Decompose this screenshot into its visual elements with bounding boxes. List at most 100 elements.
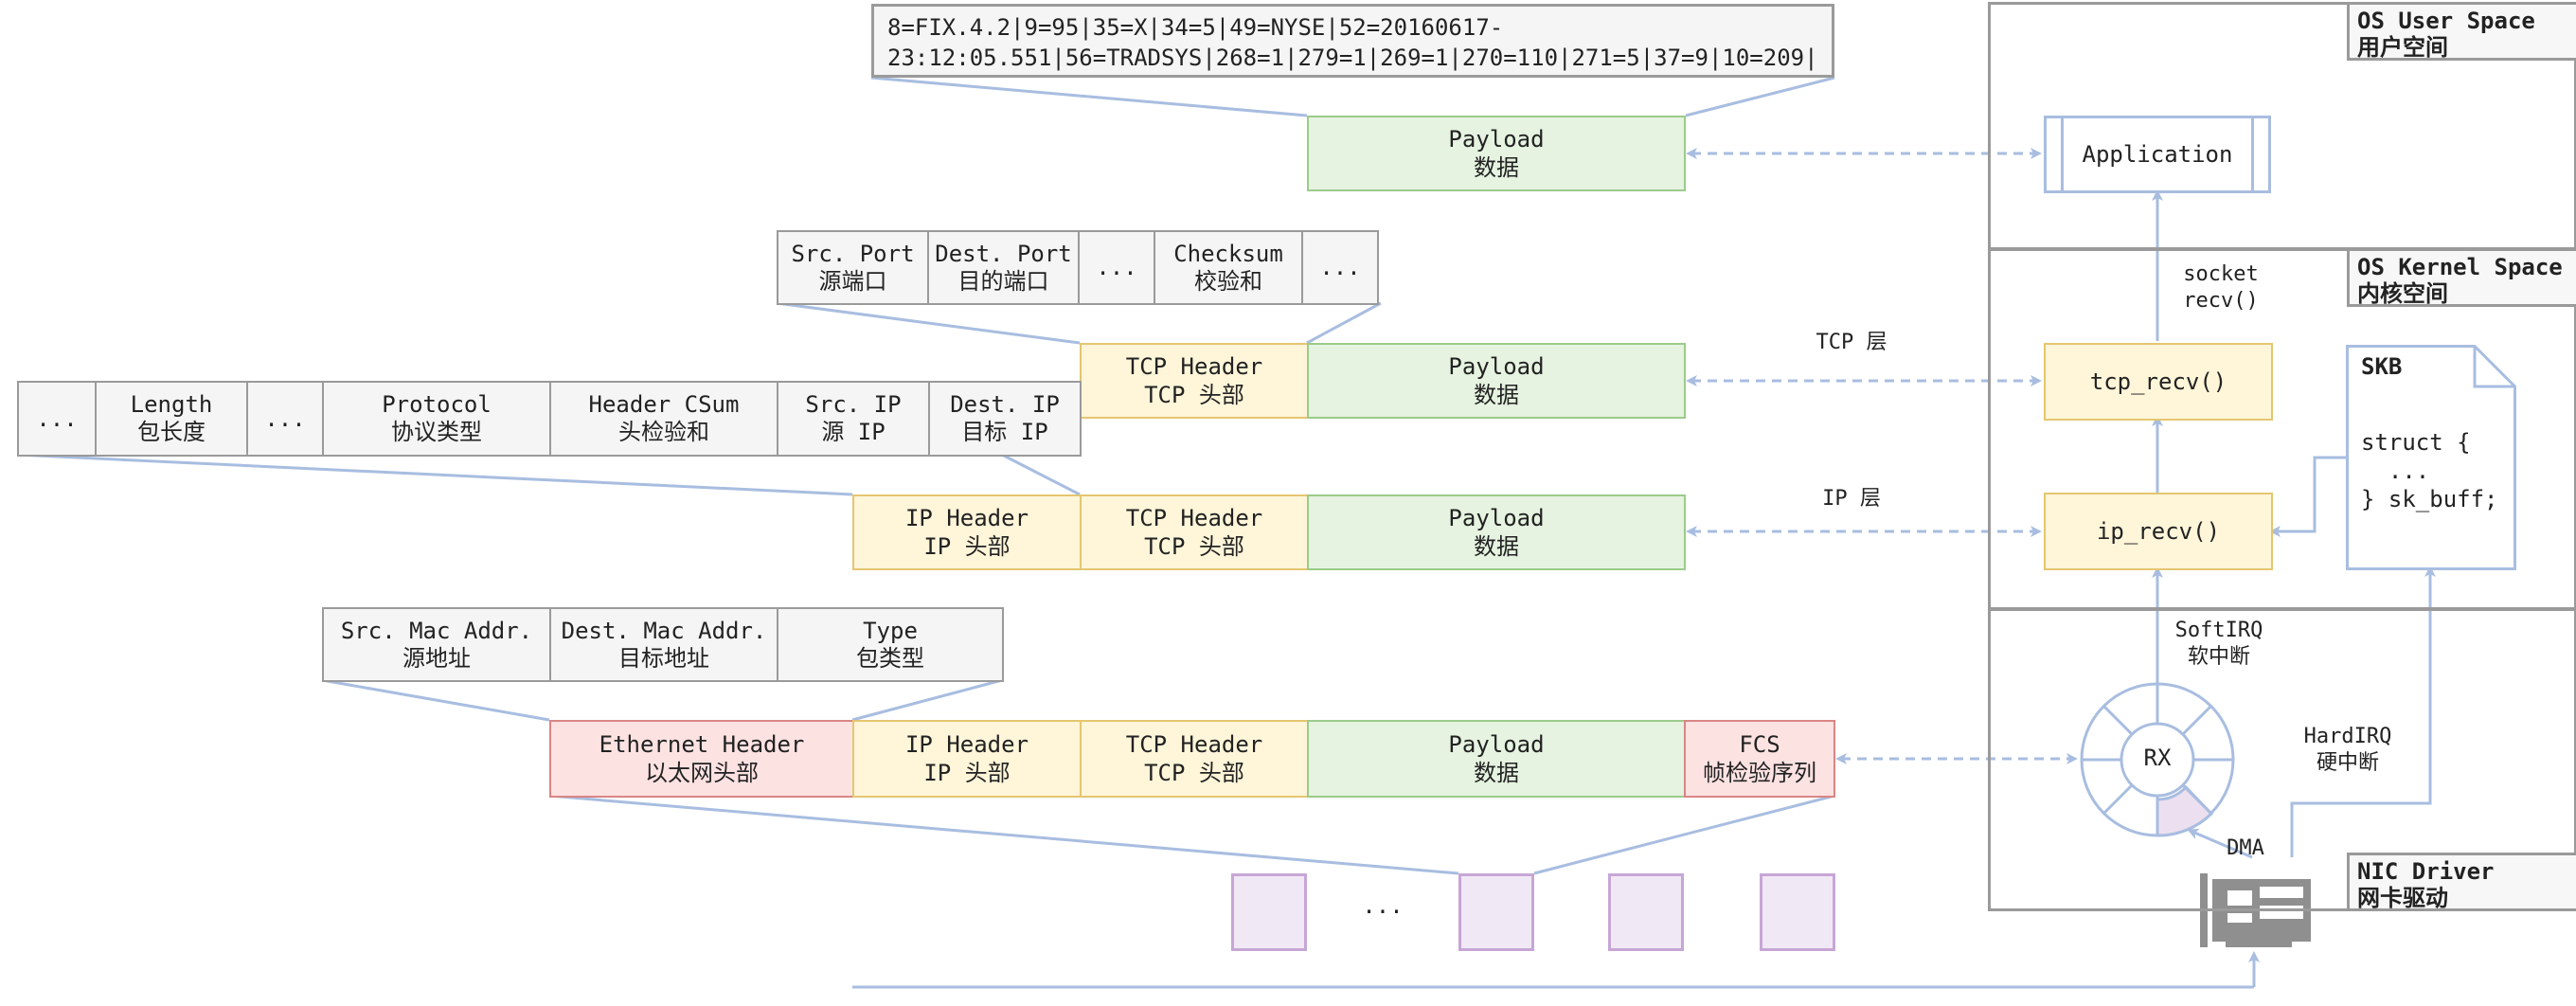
- user-space-tab: OS User Space 用户空间: [2347, 2, 2576, 61]
- field-label: ...: [264, 404, 306, 432]
- tcp-header-label: TCP Header: [1125, 505, 1263, 531]
- skb-struct-line2: ...: [2361, 458, 2430, 484]
- hardirq-label: HardIRQ 硬中断: [2296, 724, 2400, 777]
- field-label: Dest. Port: [935, 240, 1072, 267]
- skb-document-icon: [2346, 345, 2516, 570]
- application-bar-left: [2061, 116, 2064, 193]
- user-space-label-zh: 用户空间: [2357, 34, 2448, 61]
- user-space-label: OS User Space: [2357, 8, 2535, 34]
- ip-layer-label: IP 层: [1822, 487, 1881, 511]
- field-label: ...: [1096, 254, 1137, 280]
- payload-label-zh: 数据: [1474, 382, 1519, 408]
- socket-recv-line1: socket: [2183, 262, 2259, 286]
- tcp-field-ellipsis: ...: [1078, 230, 1155, 305]
- ethernet-header-label-zh: 以太网头部: [645, 760, 759, 786]
- field-label-zh: 校验和: [1194, 267, 1262, 295]
- payload-label-zh: 数据: [1474, 154, 1519, 181]
- softirq-label-en: SoftIRQ: [2174, 619, 2263, 642]
- nic-driver-tab: NIC Driver 网卡驱动: [2347, 853, 2576, 911]
- tcp-layer-label: TCP 层: [1816, 331, 1887, 354]
- ip-recv-label: ip_recv(): [2096, 518, 2221, 545]
- skb-title: SKB: [2361, 353, 2403, 380]
- softirq-label-zh: 软中断: [2187, 645, 2250, 669]
- field-label-zh: 包长度: [137, 419, 206, 445]
- payload-label-zh: 数据: [1474, 760, 1519, 786]
- nic-driver-label-zh: 网卡驱动: [2357, 885, 2448, 911]
- kernel-space-tab: OS Kernel Space 内核空间: [2347, 248, 2576, 307]
- frame-square: [1231, 873, 1307, 951]
- fcs-block: FCS 帧检验序列: [1684, 720, 1835, 798]
- skb-struct-line1: struct {: [2361, 429, 2471, 456]
- tcp-recv-box: tcp_recv(): [2044, 343, 2273, 421]
- hardirq-label-zh: 硬中断: [2316, 751, 2379, 775]
- field-label-zh: 协议类型: [391, 419, 482, 445]
- field-label: Src. Port: [791, 240, 915, 267]
- frame-square: [1760, 873, 1835, 951]
- fcs-label: FCS: [1739, 731, 1780, 758]
- tcp-header-label-zh: TCP 头部: [1144, 382, 1244, 408]
- ip-header-block: IP Header IP 头部: [852, 494, 1082, 570]
- kernel-space-label: OS Kernel Space: [2357, 254, 2563, 280]
- nic-driver-label: NIC Driver: [2357, 858, 2495, 885]
- ip-field-ellipsis: ...: [17, 381, 97, 457]
- hardirq-label-en: HardIRQ: [2303, 725, 2392, 748]
- nic-driver-region: [1988, 608, 2576, 911]
- field-label: ...: [1319, 254, 1361, 280]
- skb-struct-line3: } sk_buff;: [2361, 486, 2498, 512]
- field-label: Checksum: [1173, 240, 1283, 267]
- application-bar-right: [2251, 116, 2254, 193]
- frame-payload-block: Payload 数据: [1307, 720, 1686, 798]
- field-label: Src. Mac Addr.: [340, 617, 533, 644]
- frame-square: [1608, 873, 1684, 951]
- application-label: Application: [2082, 141, 2233, 168]
- field-label-zh: 目标 IP: [961, 419, 1048, 445]
- payload-label-zh: 数据: [1474, 533, 1519, 560]
- field-label: Dest. IP: [950, 391, 1060, 418]
- frame-square: [1458, 873, 1534, 951]
- ip-header-label: IP Header: [904, 731, 1029, 758]
- field-label-zh: 源 IP: [821, 419, 886, 445]
- field-label: Length: [130, 391, 213, 418]
- tcp-header-block: TCP Header TCP 头部: [1080, 494, 1309, 570]
- eth-fields-row: Src. Mac Addr.源地址 Dest. Mac Addr.目标地址 Ty…: [322, 607, 1004, 682]
- ip-recv-box: ip_recv(): [2044, 493, 2273, 570]
- field-label: ...: [36, 404, 78, 432]
- ip-header-label-zh: IP 头部: [923, 760, 1011, 786]
- ip-header-label: IP Header: [904, 505, 1029, 531]
- ethernet-header-label: Ethernet Header: [599, 731, 805, 758]
- eth-field-dest-mac: Dest. Mac Addr.目标地址: [549, 607, 778, 682]
- tcp-header-label-zh: TCP 头部: [1144, 533, 1244, 560]
- field-label-zh: 头检验和: [618, 419, 709, 445]
- tcp-header-label: TCP Header: [1125, 731, 1263, 758]
- softirq-label: SoftIRQ 软中断: [2167, 618, 2271, 671]
- payload-label: Payload: [1448, 126, 1545, 153]
- field-label-zh: 目的端口: [957, 267, 1049, 295]
- kernel-space-label-zh: 内核空间: [2357, 280, 2448, 307]
- payload-label: Payload: [1448, 353, 1545, 380]
- frames-ellipsis: ...: [1362, 892, 1404, 919]
- tcp-header-label: TCP Header: [1125, 353, 1263, 380]
- tcp-header-block: TCP Header TCP 头部: [1080, 720, 1309, 798]
- field-label-zh: 包类型: [856, 644, 924, 672]
- fix-message-line2: 23:12:05.551|56=TRADSYS|268=1|279=1|269=…: [887, 45, 1818, 71]
- tcp-field-ellipsis: ...: [1301, 230, 1379, 305]
- payload-label: Payload: [1448, 505, 1545, 531]
- fcs-label-zh: 帧检验序列: [1703, 760, 1816, 786]
- tcp-recv-label: tcp_recv(): [2089, 368, 2227, 395]
- field-label-zh: 源地址: [402, 644, 471, 672]
- dma-label: DMA: [2227, 836, 2264, 860]
- tcp-payload-block: Payload 数据: [1307, 343, 1686, 419]
- fix-message-line1: 8=FIX.4.2|9=95|35=X|34=5|49=NYSE|52=2016…: [887, 14, 1504, 41]
- app-payload-block: Payload 数据: [1307, 116, 1686, 191]
- ip-payload-block: Payload 数据: [1307, 494, 1686, 570]
- ip-field-ellipsis: ...: [246, 381, 324, 457]
- ethernet-header-block: Ethernet Header 以太网头部: [549, 720, 854, 798]
- rx-label: RX: [2143, 745, 2172, 771]
